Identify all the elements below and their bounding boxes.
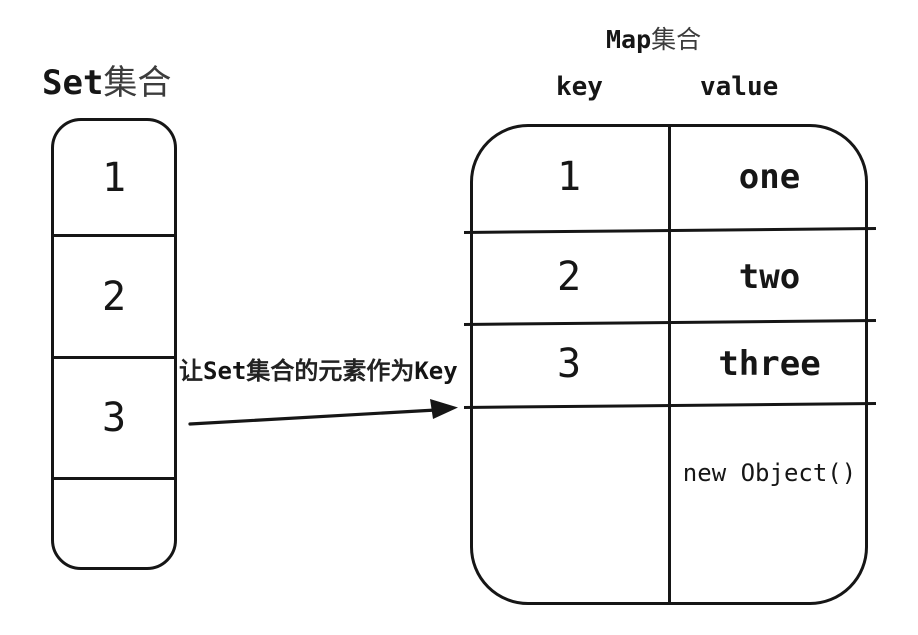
- map-row1-key-cell: 1: [556, 153, 582, 200]
- arrow-label-set: Set: [203, 357, 247, 385]
- map-value-column-header: value: [700, 72, 779, 102]
- map-row2-key-cell: 2: [556, 253, 582, 300]
- set-title-cjk: 集合: [103, 63, 172, 103]
- set-cell-1: 1: [101, 154, 127, 201]
- map-column-divider: [668, 125, 671, 604]
- set-title-latin: Set: [42, 63, 104, 103]
- set-cell-empty: [54, 477, 174, 567]
- arrow-label-prefix: 让: [179, 356, 203, 385]
- set-cell-2: 2: [54, 234, 174, 356]
- arrow-label-key: Key: [414, 357, 458, 385]
- set-collection-box: 1 2 3: [51, 118, 177, 570]
- map-title-cjk: 集合: [651, 25, 702, 54]
- map-row3-key-cell: 3: [556, 341, 582, 387]
- set-collection-title: Set集合: [42, 55, 171, 104]
- map-row2-value-cell: two: [738, 256, 801, 297]
- arrow-label-middle: 集合的元素作为: [246, 356, 415, 385]
- map-row4-key-cell: [470, 407, 668, 605]
- arrow-annotation: 让Set集合的元素作为Key: [179, 351, 458, 386]
- map-row1-value-cell: one: [738, 156, 801, 197]
- map-title-latin: Map: [606, 25, 652, 54]
- map-collection-title: Map集合: [606, 20, 701, 56]
- map-key-column-header: key: [556, 72, 603, 102]
- map-row4-value-cell: new Object(): [682, 459, 857, 487]
- map-row3-value-cell: three: [718, 344, 821, 384]
- set-cell-3: 3: [54, 356, 174, 477]
